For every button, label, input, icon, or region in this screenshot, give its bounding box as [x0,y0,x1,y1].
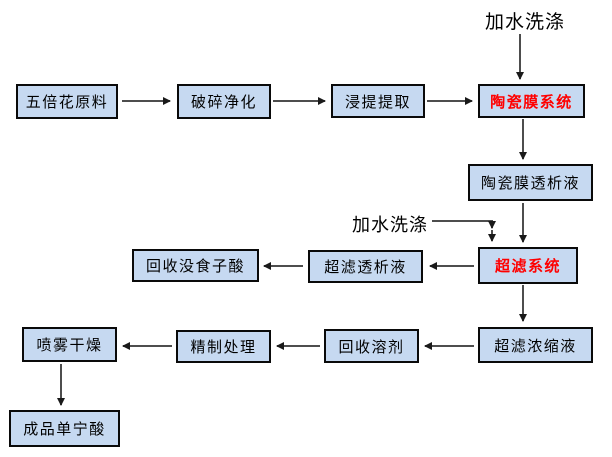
node-ultrafiltration-dialysate: 超滤透析液 [308,250,423,283]
node-refining: 精制处理 [176,330,271,363]
node-raw-material: 五倍花原料 [16,84,118,119]
label-add-water-wash-top: 加水洗涤 [485,11,566,33]
arrow-washmid-elbow [432,220,493,222]
node-recovered-solvent: 回收溶剂 [324,329,419,363]
node-ceramic-membrane-dialysate: 陶瓷膜透析液 [468,164,593,201]
node-soak-extract: 浸提提取 [331,84,425,118]
node-crush-purify: 破碎净化 [177,84,271,119]
node-ultrafiltration-system: 超滤系统 [478,247,578,284]
node-spray-drying: 喷雾干燥 [22,327,117,362]
label-add-water-wash-mid: 加水洗涤 [352,215,428,236]
node-ceramic-membrane-system: 陶瓷膜系统 [478,84,585,118]
node-recovered-gallic-acid: 回收没食子酸 [132,249,259,282]
node-finished-tannic-acid: 成品单宁酸 [9,410,120,447]
node-ultrafiltration-concentrate: 超滤浓缩液 [478,327,593,363]
